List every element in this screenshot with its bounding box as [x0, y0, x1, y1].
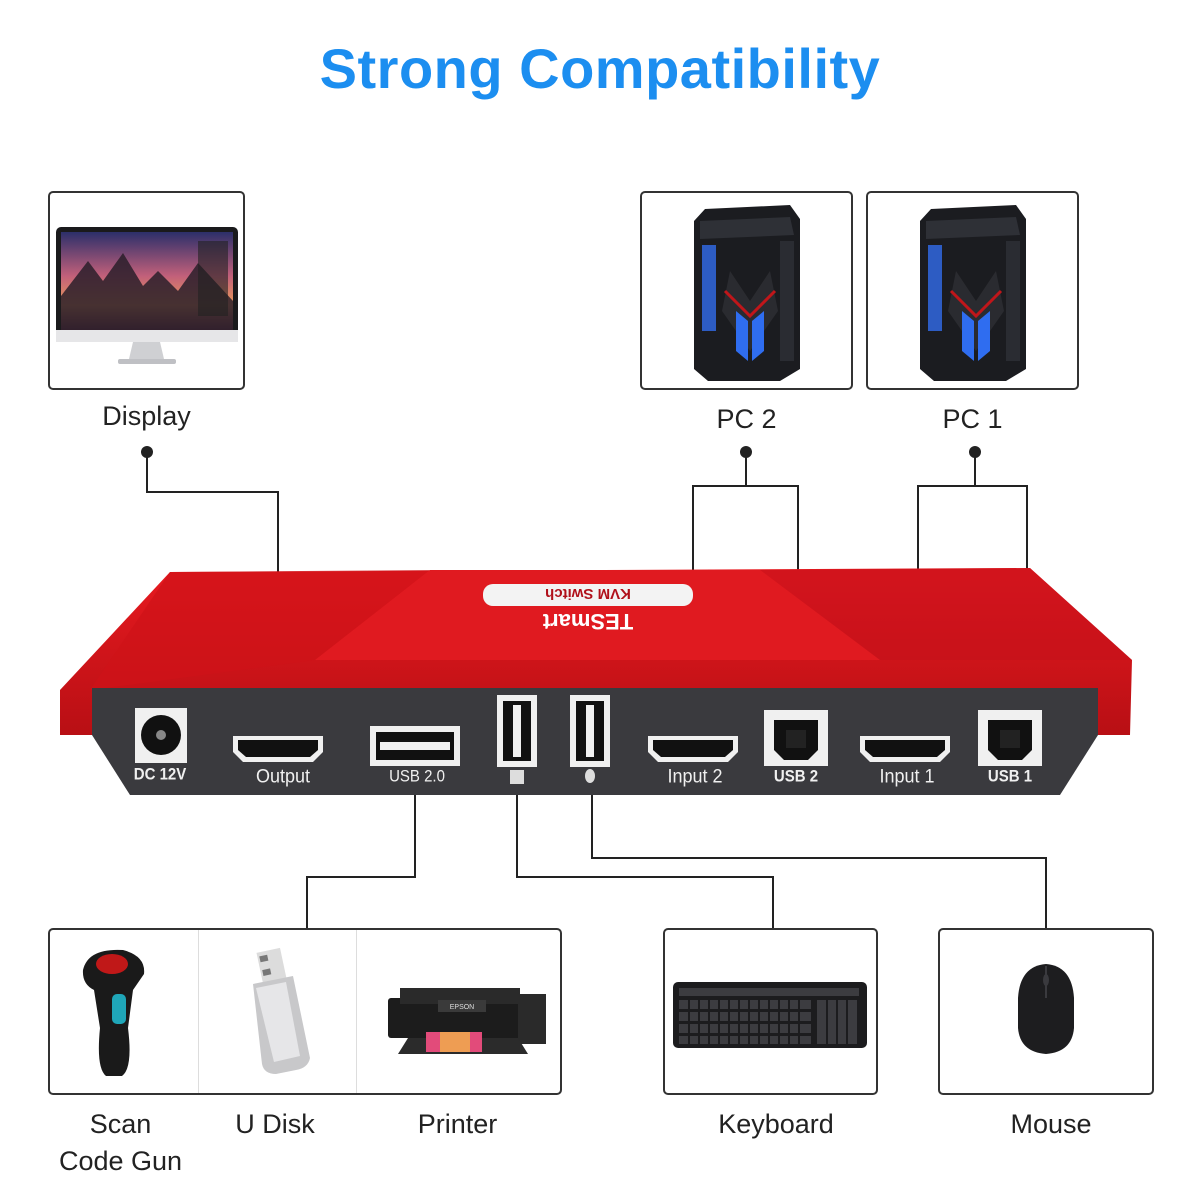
hdmi-port-icon	[860, 736, 950, 762]
port-label-input1: Input 1	[879, 764, 935, 787]
usb-flash-drive-icon	[253, 947, 310, 1074]
port-label-dc: DC 12V	[133, 765, 187, 784]
scan-code-gun-label-line1: Scan	[89, 1109, 152, 1139]
keyboard-box	[663, 928, 878, 1095]
usb-b-port-icon	[978, 710, 1042, 766]
keyboard-icon	[673, 982, 867, 1048]
mouse-label: Mouse	[1010, 1109, 1092, 1139]
pc2-box	[640, 191, 853, 390]
port-label-usb1: USB 1	[987, 767, 1033, 786]
printer-label: Printer	[417, 1109, 498, 1139]
scan-code-gun-label-line2: Code Gun	[58, 1146, 183, 1176]
printer-icon: EPSON	[388, 988, 546, 1054]
scan-code-gun-label: Scan Code Gun	[48, 1106, 193, 1180]
pc-tower-icon	[694, 205, 800, 381]
printer-brand-text: EPSON	[450, 1004, 475, 1011]
usb-a-port-icon	[370, 726, 460, 766]
usb-b-port-icon	[764, 710, 828, 766]
keyboard-usb-port-icon	[497, 695, 537, 784]
pc-tower-icon	[920, 205, 1026, 381]
keyboard-label: Keyboard	[718, 1109, 834, 1139]
mouse-icon	[1018, 964, 1074, 1054]
mouse-usb-port-icon	[570, 695, 610, 783]
brand-name-text: TESmart	[542, 609, 633, 634]
display-label: Display	[102, 401, 191, 431]
pc1-label: PC 1	[942, 404, 1003, 434]
brand-model-text: KVM Switch	[545, 585, 631, 602]
usb-devices-box: EPSON	[48, 928, 562, 1095]
display-box	[48, 191, 245, 390]
port-label-usb2: USB 2	[773, 767, 819, 786]
port-label-usb20: USB 2.0	[389, 767, 445, 786]
barcode-scanner-icon	[82, 949, 145, 1076]
port-label-output: Output	[255, 764, 311, 787]
pc2-label: PC 2	[716, 404, 777, 434]
hdmi-port-icon	[648, 736, 738, 762]
port-label-input2: Input 2	[667, 764, 723, 787]
page-title: Strong Compatibility	[319, 37, 881, 100]
brand-logo: KVM Switch TESmart	[483, 584, 693, 634]
dc-jack-icon	[135, 708, 187, 763]
pc1-box	[866, 191, 1079, 390]
mouse-box	[938, 928, 1154, 1095]
hdmi-port-icon	[233, 736, 323, 762]
monitor-icon	[56, 227, 238, 364]
u-disk-label: U Disk	[235, 1109, 315, 1139]
